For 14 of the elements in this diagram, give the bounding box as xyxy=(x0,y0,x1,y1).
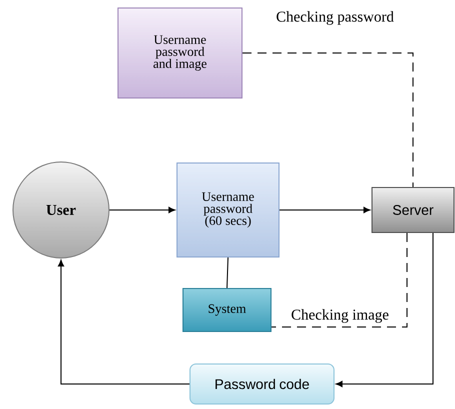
dashed-line xyxy=(271,232,408,328)
input-box: Username password and image xyxy=(118,8,242,98)
edge-label: Checking password xyxy=(275,10,395,26)
input-box: Username password (60 secs) xyxy=(176,162,280,258)
process-box: Password code xyxy=(190,364,334,404)
arrow xyxy=(109,206,176,214)
arrow xyxy=(58,260,190,384)
arrow xyxy=(279,206,370,214)
dashed-line xyxy=(242,52,414,188)
arrow xyxy=(336,232,434,388)
edge-label: Checking image xyxy=(290,308,390,324)
server-box: Server xyxy=(372,187,454,233)
connector-line xyxy=(226,257,228,288)
system-box: System xyxy=(182,288,272,332)
